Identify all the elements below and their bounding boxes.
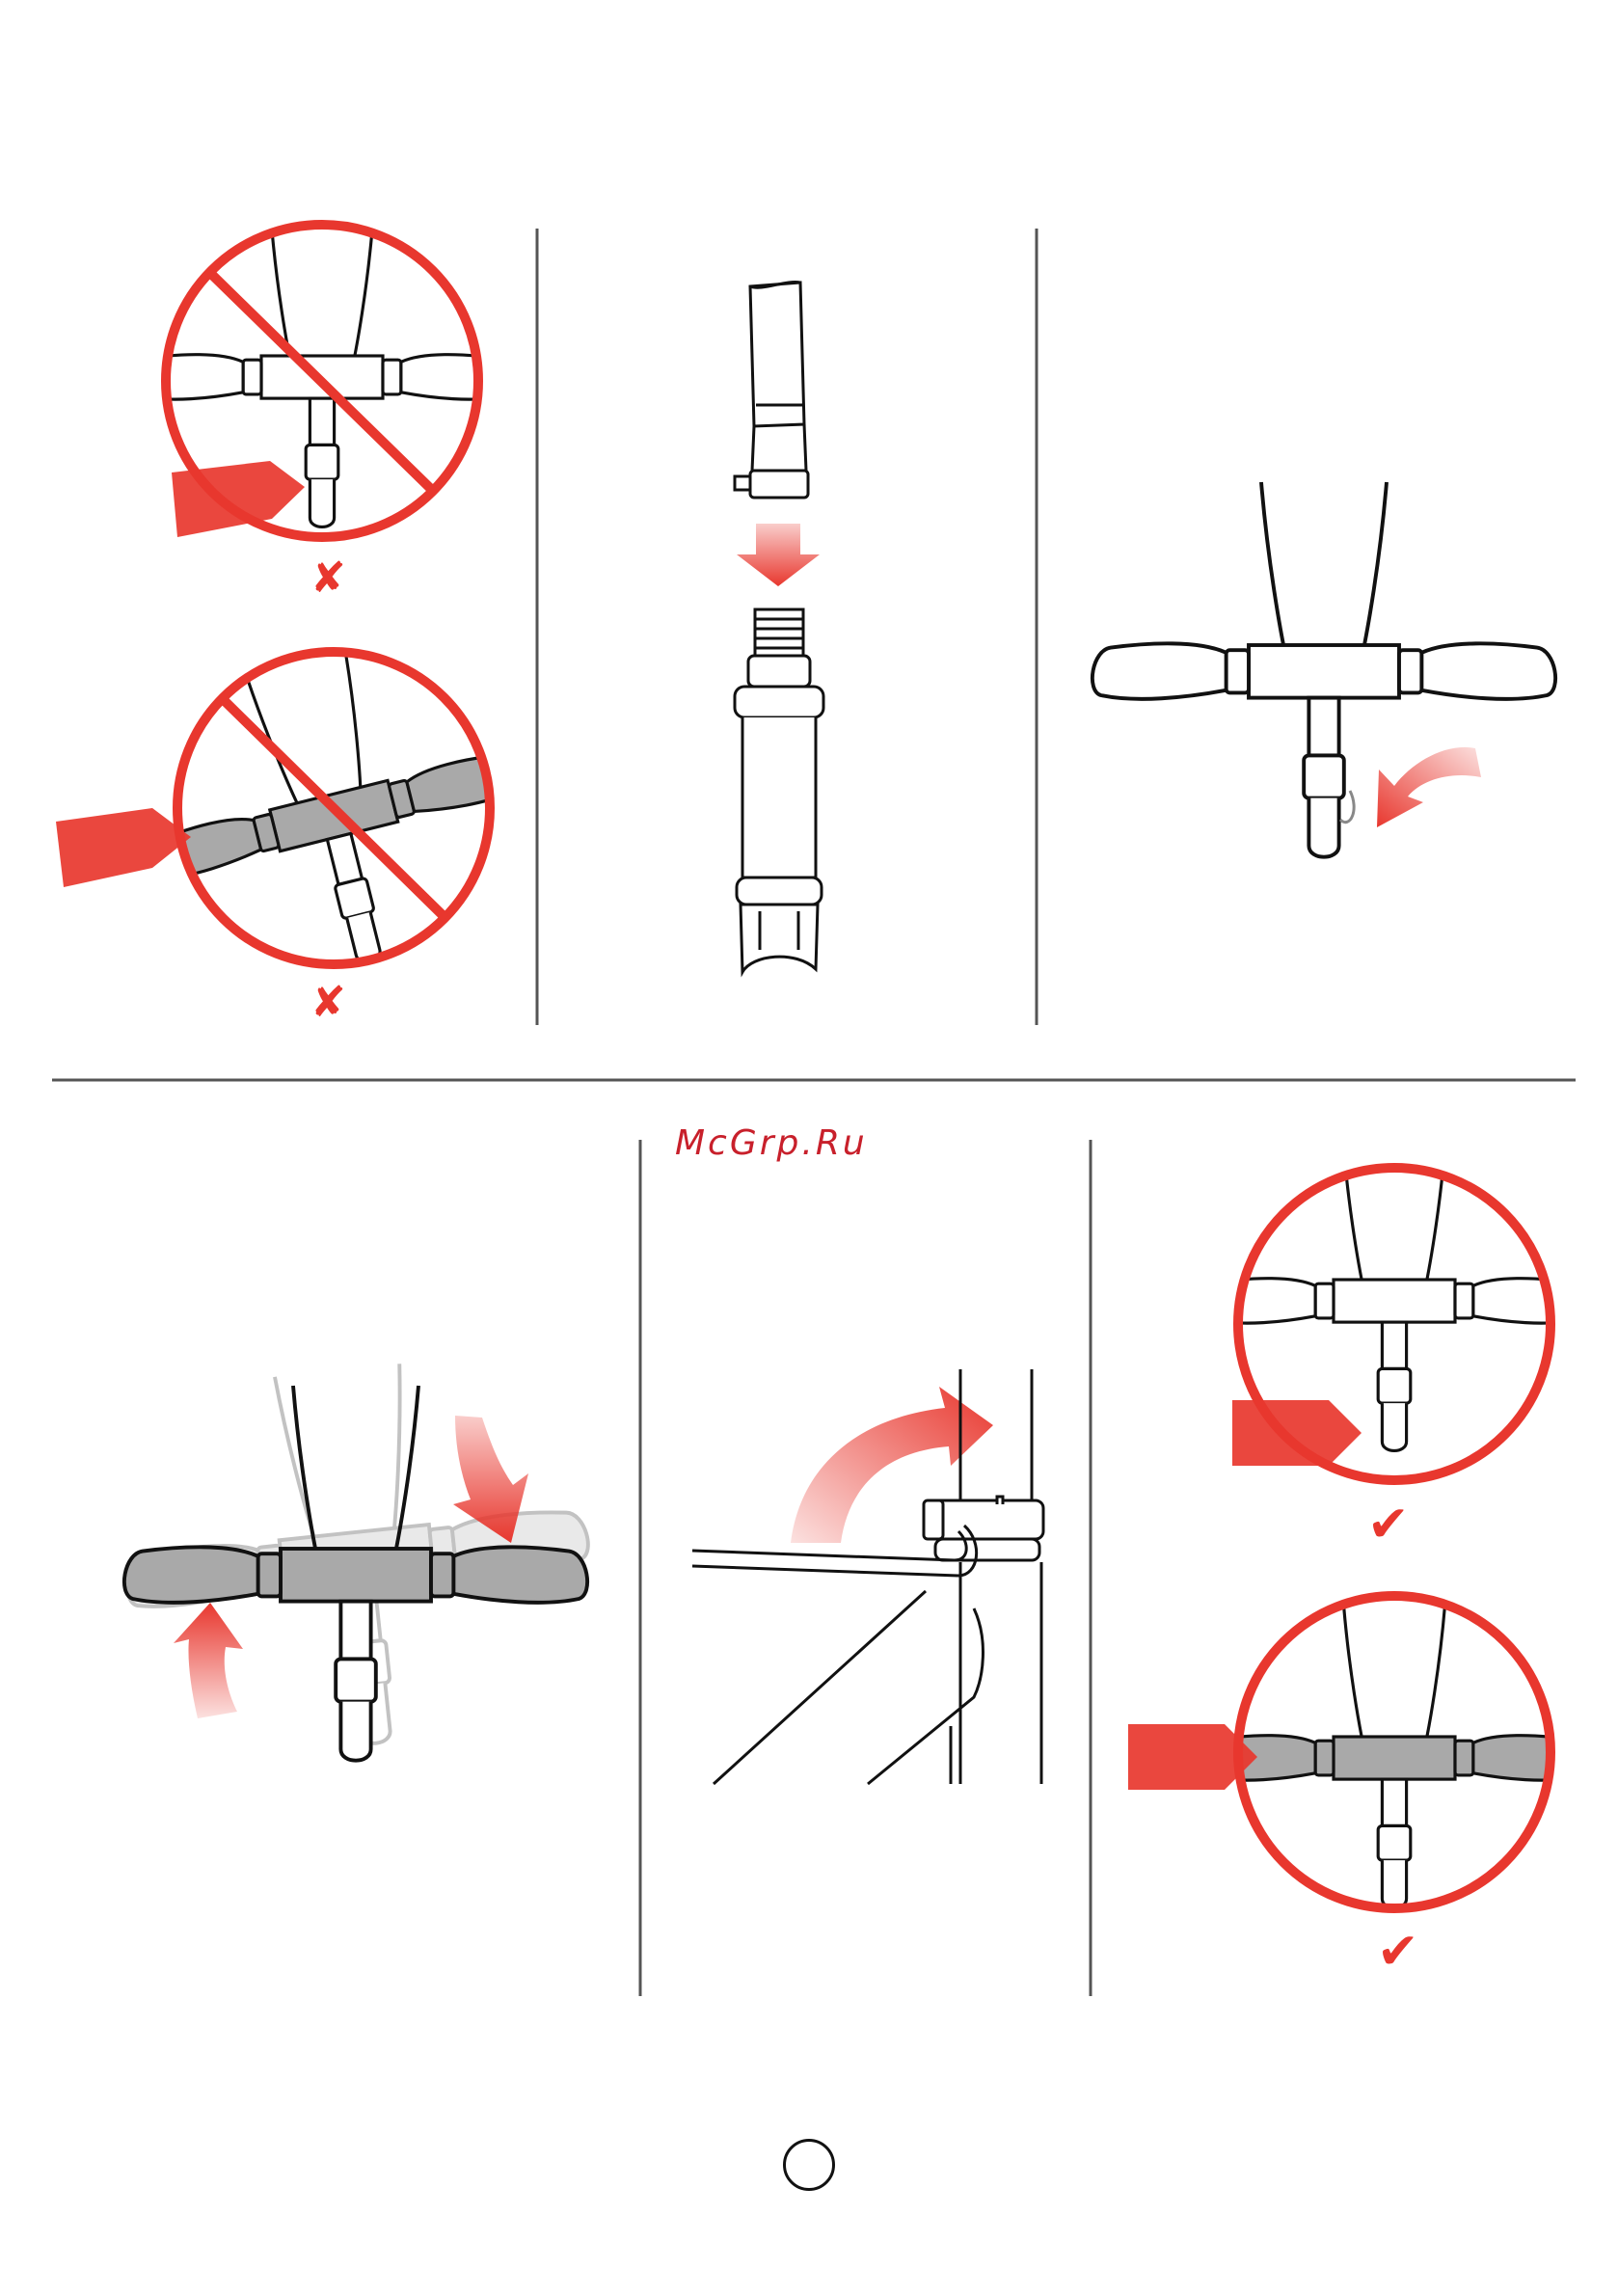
handlebar-quick-release xyxy=(1092,482,1555,857)
wrong-orientation-1 xyxy=(135,225,509,538)
correct-mark: ✔ xyxy=(1377,1927,1419,1977)
rotate-handlebar xyxy=(107,1346,607,1768)
hex-key-tightening xyxy=(692,1369,1043,1784)
page-number-circle xyxy=(783,2139,835,2191)
wrong-mark: ✘ xyxy=(310,557,346,600)
wrong-orientation-2 xyxy=(56,622,552,1006)
release-arrow xyxy=(1377,747,1481,827)
correct-orientation-1 xyxy=(1207,1148,1581,1481)
pointer-arrow xyxy=(56,808,191,887)
steering-tube-assembly xyxy=(735,283,823,972)
up-arrow xyxy=(174,1603,243,1718)
pointer-arrow xyxy=(1232,1400,1362,1466)
wrong-mark: ✘ xyxy=(310,982,346,1024)
down-arrow xyxy=(737,524,820,586)
watermark-text: McGrp.Ru xyxy=(675,1123,964,1163)
correct-orientation-2 xyxy=(1128,1596,1581,1908)
correct-mark: ✔ xyxy=(1367,1499,1410,1550)
